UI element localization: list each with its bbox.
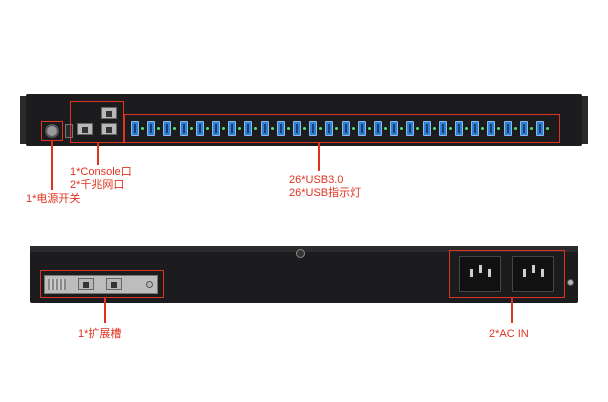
usb-ports-highlight bbox=[124, 114, 560, 143]
usb-port[interactable] bbox=[357, 121, 366, 136]
expansion-slot-highlight bbox=[40, 270, 164, 298]
power-switch-highlight bbox=[41, 121, 63, 141]
ac-in-label: 2*AC IN bbox=[489, 328, 529, 340]
usb-port[interactable] bbox=[341, 121, 350, 136]
usb-port[interactable] bbox=[293, 121, 301, 136]
usb-port[interactable] bbox=[455, 121, 463, 136]
expansion-label: 1*扩展槽 bbox=[78, 328, 122, 340]
expansion-ethernet-port[interactable] bbox=[78, 278, 94, 290]
gigabit-label: 2*千兆网口 bbox=[70, 179, 125, 191]
rear-top-edge bbox=[30, 246, 578, 252]
usb-led-indicator bbox=[157, 127, 161, 130]
usb-port[interactable] bbox=[147, 121, 156, 136]
usb-ports-label: 26*USB3.0 bbox=[289, 174, 344, 186]
usb-led-indicator bbox=[222, 127, 225, 130]
usb-port[interactable] bbox=[163, 121, 172, 136]
usb-port[interactable] bbox=[438, 121, 447, 136]
console-label: 1*Console口 bbox=[70, 166, 132, 178]
usb-port-row bbox=[0, 0, 608, 150]
usb-led-indicator bbox=[173, 127, 177, 130]
usb-port[interactable] bbox=[471, 121, 480, 136]
network-ports-highlight bbox=[70, 101, 124, 143]
expansion-screw bbox=[146, 281, 153, 288]
usb-port[interactable] bbox=[406, 121, 415, 136]
usb-ports-leader bbox=[318, 143, 320, 171]
ac-in-highlight bbox=[449, 250, 565, 298]
power-switch[interactable] bbox=[45, 124, 59, 138]
usb-led-indicator bbox=[367, 127, 371, 130]
usb-port[interactable] bbox=[131, 121, 139, 136]
expansion-slot-bracket bbox=[44, 275, 158, 294]
usb-leds-label: 26*USB指示灯 bbox=[289, 187, 362, 199]
front-bracket-left bbox=[20, 96, 26, 144]
ethernet-port[interactable] bbox=[77, 123, 93, 135]
usb-port[interactable] bbox=[325, 121, 334, 136]
front-bracket-right bbox=[582, 96, 588, 144]
expansion-slot-leader bbox=[104, 298, 106, 323]
usb-led-indicator bbox=[319, 127, 323, 130]
ethernet-port[interactable] bbox=[101, 123, 117, 135]
network-ports-leader bbox=[97, 143, 99, 165]
usb-led-indicator bbox=[351, 127, 355, 130]
usb-led-indicator bbox=[335, 127, 339, 130]
usb-port[interactable] bbox=[390, 121, 399, 136]
expansion-ethernet-port[interactable] bbox=[106, 278, 122, 290]
usb-led-indicator bbox=[416, 127, 420, 130]
front-panel bbox=[20, 94, 588, 146]
usb-port[interactable] bbox=[487, 121, 496, 136]
usb-port[interactable] bbox=[260, 121, 269, 136]
usb-port[interactable] bbox=[212, 121, 220, 136]
usb-led-indicator bbox=[448, 127, 452, 130]
usb-led-indicator bbox=[465, 127, 468, 130]
usb-port[interactable] bbox=[519, 121, 528, 136]
rear-screw bbox=[567, 279, 574, 286]
usb-port[interactable] bbox=[179, 121, 188, 136]
usb-led-indicator bbox=[384, 127, 387, 130]
usb-led-indicator bbox=[513, 127, 517, 130]
usb-led-indicator bbox=[270, 127, 274, 130]
usb-led-indicator bbox=[238, 127, 242, 130]
power-switch-label: 1*电源开关 bbox=[26, 193, 81, 205]
power-switch-leader bbox=[51, 141, 53, 190]
console-port[interactable] bbox=[65, 124, 73, 138]
usb-led-indicator bbox=[432, 127, 436, 130]
ground-screw bbox=[296, 249, 305, 258]
ethernet-port[interactable] bbox=[101, 107, 117, 119]
usb-led-indicator bbox=[546, 127, 549, 130]
ac-in-leader bbox=[511, 298, 513, 323]
ac-inlet[interactable] bbox=[459, 256, 501, 292]
usb-port[interactable] bbox=[276, 121, 285, 136]
usb-port[interactable] bbox=[195, 121, 204, 136]
usb-led-indicator bbox=[286, 127, 290, 130]
usb-led-indicator bbox=[400, 127, 404, 130]
usb-port[interactable] bbox=[309, 121, 318, 136]
usb-port[interactable] bbox=[536, 121, 544, 136]
usb-port[interactable] bbox=[228, 121, 237, 136]
usb-led-indicator bbox=[529, 127, 533, 130]
usb-led-indicator bbox=[189, 127, 193, 130]
expansion-slot-vent bbox=[48, 279, 66, 290]
usb-led-indicator bbox=[205, 127, 209, 130]
usb-led-indicator bbox=[497, 127, 501, 130]
usb-led-indicator bbox=[303, 127, 306, 130]
usb-port[interactable] bbox=[374, 121, 382, 136]
usb-port[interactable] bbox=[503, 121, 512, 136]
usb-led-indicator bbox=[141, 127, 144, 130]
usb-port[interactable] bbox=[422, 121, 431, 136]
usb-led-indicator bbox=[254, 127, 258, 130]
ac-inlet[interactable] bbox=[512, 256, 554, 292]
usb-led-indicator bbox=[481, 127, 485, 130]
usb-port[interactable] bbox=[244, 121, 253, 136]
